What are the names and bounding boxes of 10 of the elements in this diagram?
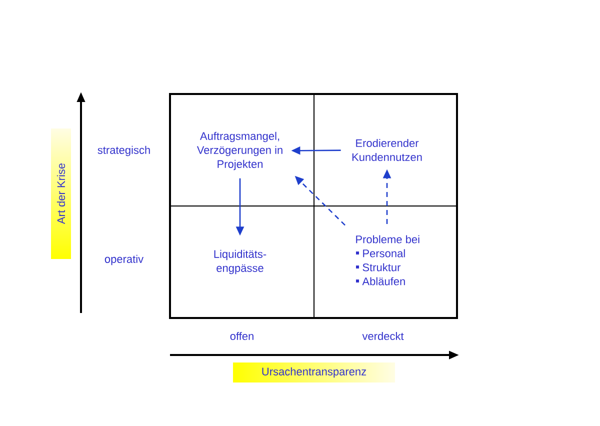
axis-label: operativ [104,254,144,266]
axis-title: Ursachentransparenz [262,367,366,378]
axis-label: verdeckt [362,332,404,340]
axis-label: strategisch [98,146,150,156]
text-label: Erodierender Kundennutzen [352,138,422,162]
axis-title: Art der Krise [56,163,66,224]
text-label: Auftragsmangel, Verzögerungen in Projekten [196,132,282,170]
axis-label: offen [230,332,254,340]
text-label: Liquiditäts- engpässe [214,250,266,274]
bullet-list: Probleme bei Personal Struktur Abläufen [356,235,420,286]
